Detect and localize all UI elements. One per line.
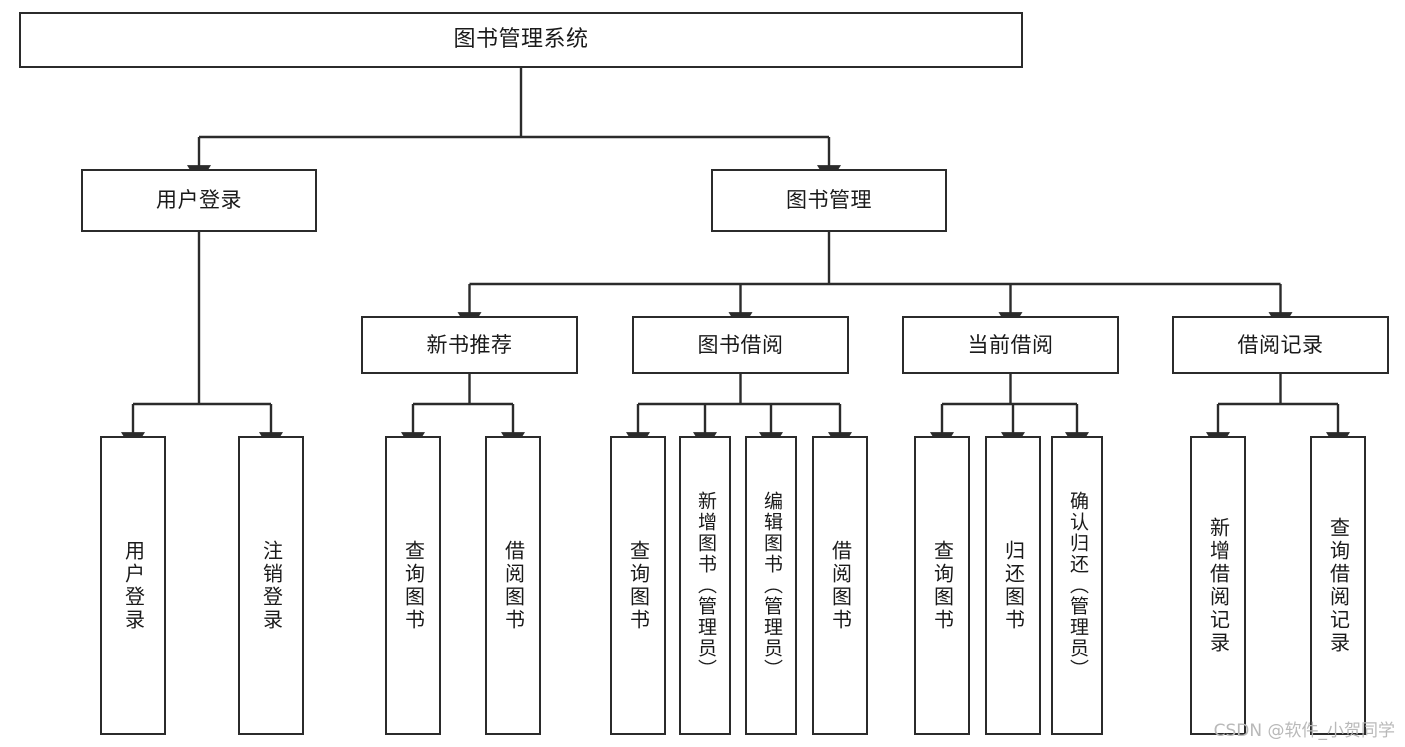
node-root[interactable]: 图书管理系统 [19, 12, 1023, 68]
node-l2-record[interactable]: 借阅记录 [1172, 316, 1389, 374]
node-label: 新书推荐 [426, 332, 513, 357]
node-label: 借阅记录 [1237, 332, 1324, 357]
node-l3-c3[interactable]: 编辑图书（管理员） [745, 436, 797, 735]
node-label: 当前借阅 [967, 332, 1054, 357]
node-l3-c2[interactable]: 新增图书（管理员） [679, 436, 731, 735]
node-label: 新增借阅记录 [1206, 516, 1231, 655]
node-label: 查询图书 [401, 539, 426, 632]
node-l3-c4[interactable]: 借阅图书 [812, 436, 868, 735]
node-label: 借阅图书 [501, 539, 526, 632]
node-label: 图书借阅 [697, 332, 784, 357]
node-l3-d2[interactable]: 归还图书 [985, 436, 1041, 735]
node-l1-login[interactable]: 用户登录 [81, 169, 317, 232]
node-label: 注销登录 [259, 539, 284, 632]
node-label: 图书管理 [786, 188, 872, 213]
node-l2-current[interactable]: 当前借阅 [902, 316, 1119, 374]
node-label: 新增图书（管理员） [694, 491, 717, 680]
node-label: 查询借阅记录 [1326, 516, 1351, 655]
node-l1-books[interactable]: 图书管理 [711, 169, 947, 232]
watermark-text: CSDN @软件_小贺同学 [1213, 721, 1395, 741]
node-label: 查询图书 [626, 539, 651, 632]
node-l3-e2[interactable]: 查询借阅记录 [1310, 436, 1366, 735]
node-label: 用户登录 [156, 188, 242, 213]
node-label: 查询图书 [930, 539, 955, 632]
node-l2-borrow[interactable]: 图书借阅 [632, 316, 849, 374]
node-l3-d3[interactable]: 确认归还（管理员） [1051, 436, 1103, 735]
node-label: 借阅图书 [828, 539, 853, 632]
node-label: 编辑图书（管理员） [760, 491, 783, 680]
node-l3-a2[interactable]: 注销登录 [238, 436, 304, 735]
node-l3-b1[interactable]: 查询图书 [385, 436, 441, 735]
node-l3-e1[interactable]: 新增借阅记录 [1190, 436, 1246, 735]
node-l3-a1[interactable]: 用户登录 [100, 436, 166, 735]
node-label: 用户登录 [121, 539, 146, 632]
node-l3-c1[interactable]: 查询图书 [610, 436, 666, 735]
node-label: 图书管理系统 [453, 26, 589, 52]
node-l3-d1[interactable]: 查询图书 [914, 436, 970, 735]
node-l3-b2[interactable]: 借阅图书 [485, 436, 541, 735]
node-l2-newbook[interactable]: 新书推荐 [361, 316, 578, 374]
node-label: 确认归还（管理员） [1066, 491, 1089, 680]
node-label: 归还图书 [1001, 539, 1026, 632]
